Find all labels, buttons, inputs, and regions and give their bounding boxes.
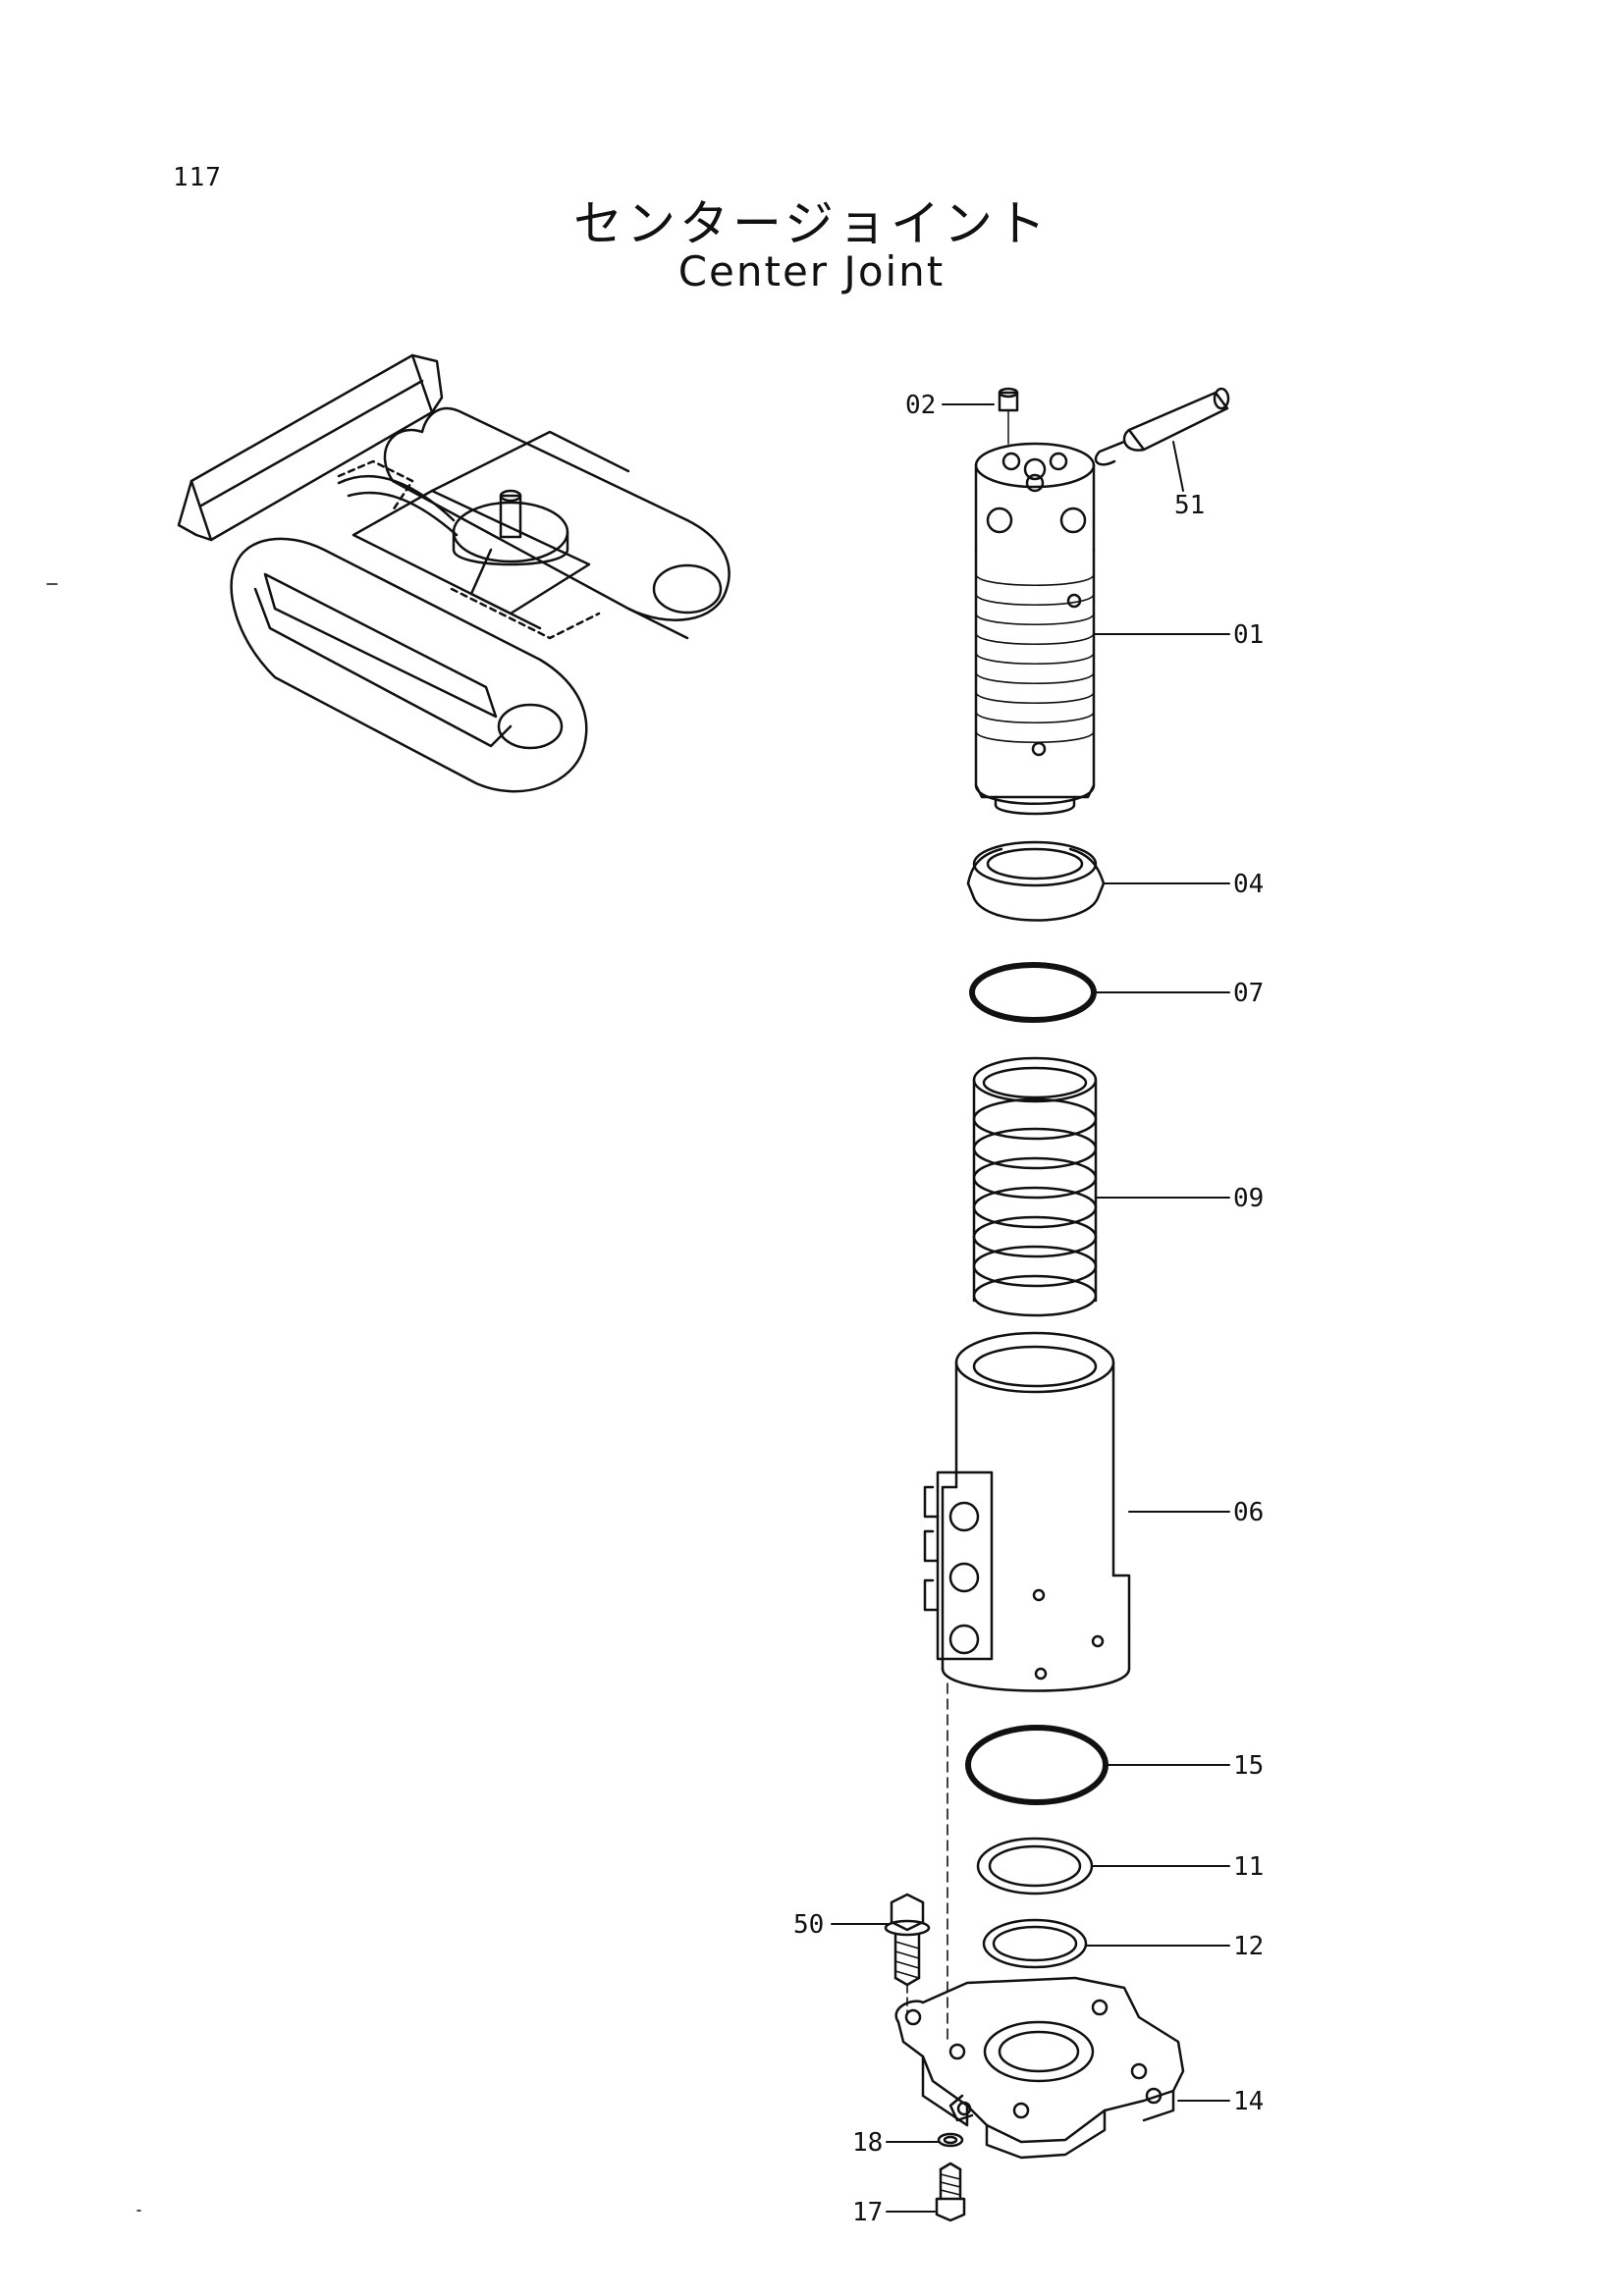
label-51: 51 (1174, 491, 1205, 520)
label-02: 02 (905, 391, 936, 420)
part-15-o-ring (965, 1725, 1109, 1805)
part-09-seal-stack (972, 1056, 1098, 1317)
label-01: 01 (1233, 620, 1264, 650)
label-15: 15 (1233, 1751, 1264, 1781)
part-07-o-ring (969, 962, 1097, 1023)
part-labels: 02 51 01 04 07 09 06 15 11 50 12 14 18 1… (793, 391, 1264, 2227)
label-07: 07 (1233, 979, 1264, 1008)
label-09: 09 (1233, 1184, 1264, 1213)
part-06-body (923, 1331, 1131, 2043)
page-number: 117 (173, 163, 222, 192)
label-12: 12 (1233, 1932, 1264, 1961)
label-11: 11 (1233, 1852, 1264, 1882)
title-english: Center Joint (677, 247, 946, 295)
undercarriage-location-view (177, 353, 730, 793)
part-51-fitting (1094, 387, 1230, 466)
part-18-washer (937, 2132, 964, 2148)
label-06: 06 (1233, 1498, 1264, 1527)
part-17-bolt (935, 2162, 966, 2222)
part-12-ring (982, 1918, 1088, 1969)
label-14: 14 (1233, 2087, 1264, 2116)
part-01-spindle (974, 442, 1096, 816)
part-04-seal (966, 840, 1106, 922)
title-japanese: センタージョイント (573, 195, 1050, 252)
label-18: 18 (852, 2128, 883, 2158)
label-04: 04 (1233, 870, 1264, 899)
part-50-bolt (884, 1893, 931, 2013)
leader-lines (831, 403, 1230, 2213)
part-02-plug (998, 387, 1019, 445)
label-17: 17 (852, 2198, 883, 2227)
part-14-cover-plate (894, 1976, 1185, 2160)
label-50: 50 (793, 1910, 824, 1940)
part-11-ring (976, 1837, 1094, 1896)
